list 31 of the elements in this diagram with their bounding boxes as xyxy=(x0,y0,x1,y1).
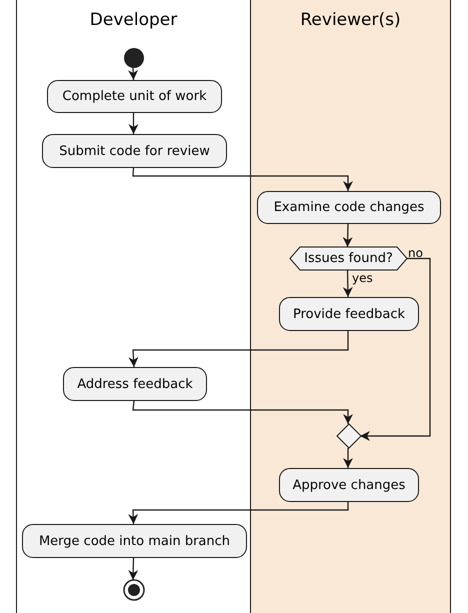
arrow xyxy=(128,502,349,524)
activity-box xyxy=(42,134,227,168)
activity-box xyxy=(47,80,222,113)
node-text: Provide feedback xyxy=(292,306,406,322)
activity-box xyxy=(22,524,247,558)
node-text: Complete unit of work xyxy=(62,89,207,104)
activity-box xyxy=(63,367,207,401)
arrow xyxy=(342,270,353,298)
activity-box xyxy=(279,468,419,502)
edge-label: yes xyxy=(352,272,373,284)
node-text: Issues found? xyxy=(304,251,393,266)
arrow xyxy=(128,331,349,368)
arrow xyxy=(342,224,353,248)
lane-heading: Reviewer(s) xyxy=(299,10,402,30)
node-text: Approve changes xyxy=(292,478,406,492)
arrow xyxy=(132,168,353,191)
arrow xyxy=(128,68,138,80)
node-text: Examine code changes xyxy=(274,200,424,215)
arrow xyxy=(343,448,353,468)
activity-box xyxy=(257,191,441,224)
node-text: Address feedback xyxy=(77,376,193,392)
activity-box xyxy=(279,297,419,331)
arrow xyxy=(360,258,431,441)
arrow xyxy=(128,558,138,580)
edge-label: no xyxy=(408,247,423,259)
arrow xyxy=(128,113,138,134)
arrow xyxy=(132,400,353,424)
node-text: Submit code for review xyxy=(59,144,210,158)
lane-heading: Developer xyxy=(88,10,178,30)
swimlane xyxy=(250,0,451,613)
node-text: Merge code into main branch xyxy=(38,534,230,548)
